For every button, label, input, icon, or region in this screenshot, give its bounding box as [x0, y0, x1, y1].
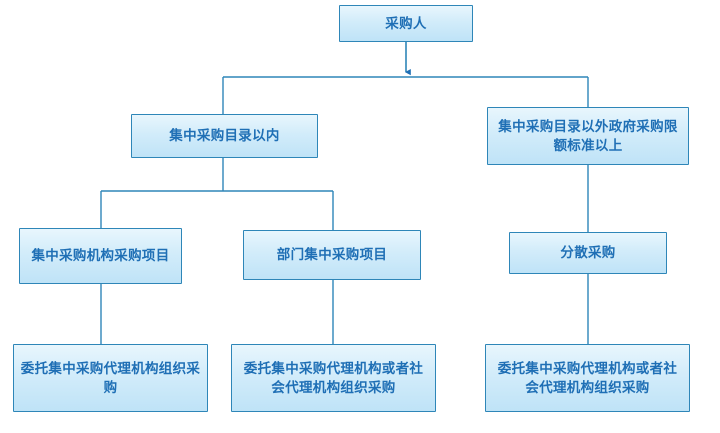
node-entrust-central-or-social-agency-middle[interactable]: 委托集中采购代理机构或者社会代理机构组织采购 [231, 344, 436, 412]
node-central-procurement-agency-project-label: 集中采购机构采购项目 [31, 248, 170, 264]
node-entrust-central-or-social-agency-middle-label: 委托集中采购代理机构或者社会代理机构组织采购 [243, 360, 424, 395]
node-within-centralized-catalog[interactable]: 集中采购目录以内 [131, 114, 318, 158]
node-entrust-central-or-social-agency-right-label: 委托集中采购代理机构或者社会代理机构组织采购 [497, 360, 678, 395]
node-purchaser[interactable]: 采购人 [339, 5, 473, 42]
node-dispersed-procurement[interactable]: 分散采购 [509, 232, 667, 274]
node-department-centralized-project-label: 部门集中采购项目 [276, 247, 388, 263]
node-central-procurement-agency-project[interactable]: 集中采购机构采购项目 [19, 228, 182, 284]
node-outside-catalog-above-threshold[interactable]: 集中采购目录以外政府采购限额标准以上 [487, 107, 689, 165]
node-dispersed-procurement-label: 分散采购 [560, 245, 616, 261]
node-department-centralized-project[interactable]: 部门集中采购项目 [243, 230, 421, 280]
node-purchaser-label: 采购人 [385, 15, 427, 31]
node-within-centralized-catalog-label: 集中采购目录以内 [169, 128, 280, 144]
node-entrust-central-or-social-agency-right[interactable]: 委托集中采购代理机构或者社会代理机构组织采购 [485, 344, 690, 412]
node-entrust-central-agency-label: 委托集中采购代理机构组织采购 [20, 360, 201, 395]
node-entrust-central-agency[interactable]: 委托集中采购代理机构组织采购 [13, 344, 208, 412]
node-outside-catalog-above-threshold-label: 集中采购目录以外政府采购限额标准以上 [498, 118, 678, 153]
